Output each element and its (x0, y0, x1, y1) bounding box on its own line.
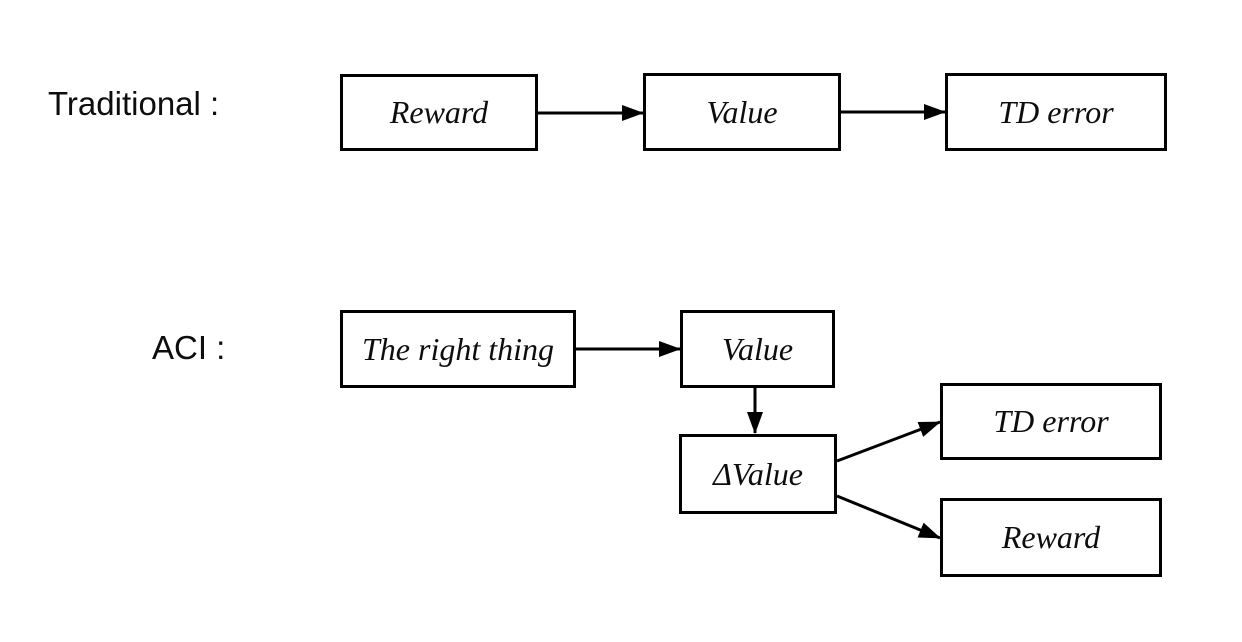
node-traditional-reward: Reward (340, 74, 538, 151)
node-aci-delta-value: ΔValue (679, 434, 837, 514)
node-traditional-td-error: TD error (945, 73, 1167, 151)
node-aci-td-error: TD error (940, 383, 1162, 460)
arrow-delta-value-to-reward (836, 494, 941, 540)
node-aci-reward: Reward (940, 498, 1162, 577)
node-traditional-value: Value (643, 73, 841, 151)
row-label-aci: ACI : (152, 329, 226, 366)
node-aci-value: Value (680, 310, 835, 388)
node-aci-the-right-thing: The right thing (340, 310, 576, 388)
row-label-traditional: Traditional : (48, 85, 220, 122)
arrow-delta-value-to-td-error (836, 420, 941, 463)
